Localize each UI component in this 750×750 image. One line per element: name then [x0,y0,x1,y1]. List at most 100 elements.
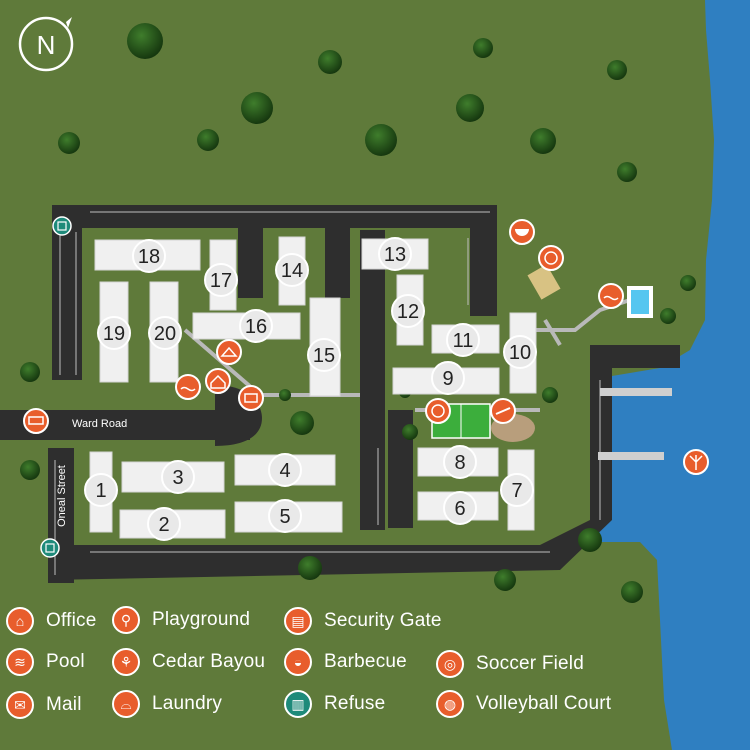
building-4-label: 4 [279,460,290,482]
pool-water [631,290,649,314]
building-14-label: 14 [281,260,303,282]
building-3-label: 3 [172,467,183,489]
building-1-label: 1 [95,480,106,502]
laundry-icon: ⌓ [112,690,140,718]
pool-marker-2[interactable] [175,374,201,400]
building-1-badge: 1 [84,473,118,507]
legend-laundry-label: Laundry [152,693,223,714]
dock-upper [600,388,672,396]
refuse-marker-bottom[interactable] [40,538,60,558]
building-11-badge: 11 [446,323,480,357]
pool-marker[interactable] [598,283,624,309]
building-7-badge: 7 [500,473,534,507]
building-20-badge: 20 [148,316,182,350]
trees [20,23,696,603]
legend-barbecue[interactable]: ◒ Barbecue [284,646,407,678]
pool-icon: ≋ [6,648,34,676]
building-3-badge: 3 [161,460,195,494]
building-5-badge: 5 [268,499,302,533]
playground-icon: ⚲ [112,606,140,634]
building-6-label: 6 [454,498,465,520]
refuse-marker-top[interactable] [52,216,72,236]
building-11-label: 11 [453,330,474,352]
legend-volleyball-court[interactable]: ◍ Volleyball Court [436,688,611,720]
building-2-label: 2 [158,514,169,536]
building-labels: 1 2 3 4 5 6 7 8 9 10 11 12 13 14 15 16 1… [84,237,537,541]
building-16-label: 16 [245,316,267,338]
laundry-marker[interactable] [216,339,242,365]
building-8-label: 8 [454,452,465,474]
mailbox-icon: ✉ [6,691,34,719]
building-4-badge: 4 [268,453,302,487]
security-gate-marker[interactable] [23,408,49,434]
building-19-badge: 19 [97,316,131,350]
ward-road-label: Ward Road [72,418,128,430]
legend-security-gate-label: Security Gate [324,610,442,631]
cedar-bayou-marker[interactable] [683,449,709,475]
building-10-badge: 10 [503,335,537,369]
oneal-street-label: Oneal Street [56,465,68,527]
volleyball-marker[interactable] [538,245,564,271]
building-12-label: 12 [397,301,419,323]
legend-volleyball-court-label: Volleyball Court [476,693,612,714]
cedar-bayou-icon: ⚘ [112,648,140,676]
building-17-label: 17 [210,270,232,292]
cedar-bayou-water [596,0,750,750]
legend-refuse-label: Refuse [324,693,386,714]
building-10-label: 10 [509,342,531,364]
building-18-badge: 18 [132,239,166,273]
building-12-badge: 12 [391,294,425,328]
legend-pool[interactable]: ≋ Pool [6,646,85,678]
building-14-badge: 14 [275,253,309,287]
legend-pool-label: Pool [46,651,85,672]
compass-north-letter: N [37,30,56,60]
legend-playground[interactable]: ⚲ Playground [112,604,250,636]
volleyball-court [527,264,561,300]
legend-barbecue-label: Barbecue [324,651,407,672]
building-2-badge: 2 [147,507,181,541]
mail-marker[interactable] [238,385,264,411]
legend-cedar-bayou-label: Cedar Bayou [152,651,266,672]
building-8-badge: 8 [443,445,477,479]
legend-office-label: Office [46,610,97,631]
compass: N [18,16,74,72]
building-17-badge: 17 [204,263,238,297]
legend-cedar-bayou[interactable]: ⚘ Cedar Bayou [112,646,265,678]
office-marker[interactable] [205,368,231,394]
amenity-markers[interactable] [23,216,709,558]
building-19-label: 19 [103,323,125,345]
soccer-ball-icon: ◎ [436,650,464,678]
legend-soccer-field[interactable]: ◎ Soccer Field [436,648,584,680]
dock-lower [598,452,664,460]
legend-refuse[interactable]: ▥ Refuse [284,688,385,720]
soccer-marker[interactable] [425,398,451,424]
legend-office[interactable]: ⌂ Office [6,605,96,637]
barbecue-icon: ◒ [284,648,312,676]
building-15-badge: 15 [307,338,341,372]
building-13-badge: 13 [378,237,412,271]
barbecue-marker[interactable] [509,219,535,245]
playground-marker[interactable] [490,398,516,424]
legend-mail[interactable]: ✉ Mail [6,689,82,721]
building-16-badge: 16 [239,309,273,343]
building-9-label: 9 [442,368,453,390]
legend-soccer-field-label: Soccer Field [476,653,584,674]
building-6-badge: 6 [443,491,477,525]
security-gate-icon: ▤ [284,607,312,635]
building-15-label: 15 [313,345,335,367]
refuse-icon: ▥ [284,690,312,718]
legend-playground-label: Playground [152,609,251,630]
building-18-label: 18 [138,246,160,268]
building-20-label: 20 [154,323,176,345]
legend: ⌂ Office ⚲ Playground ▤ Security Gate ≋ Pool… [0,600,750,750]
legend-mail-label: Mail [46,694,82,715]
building-7-label: 7 [511,480,522,502]
building-9-badge: 9 [431,361,465,395]
asphalt [0,205,680,583]
office-icon: ⌂ [6,607,34,635]
building-13-label: 13 [384,244,406,266]
legend-security-gate[interactable]: ▤ Security Gate [284,605,442,637]
volleyball-icon: ◍ [436,690,464,718]
legend-laundry[interactable]: ⌓ Laundry [112,688,222,720]
